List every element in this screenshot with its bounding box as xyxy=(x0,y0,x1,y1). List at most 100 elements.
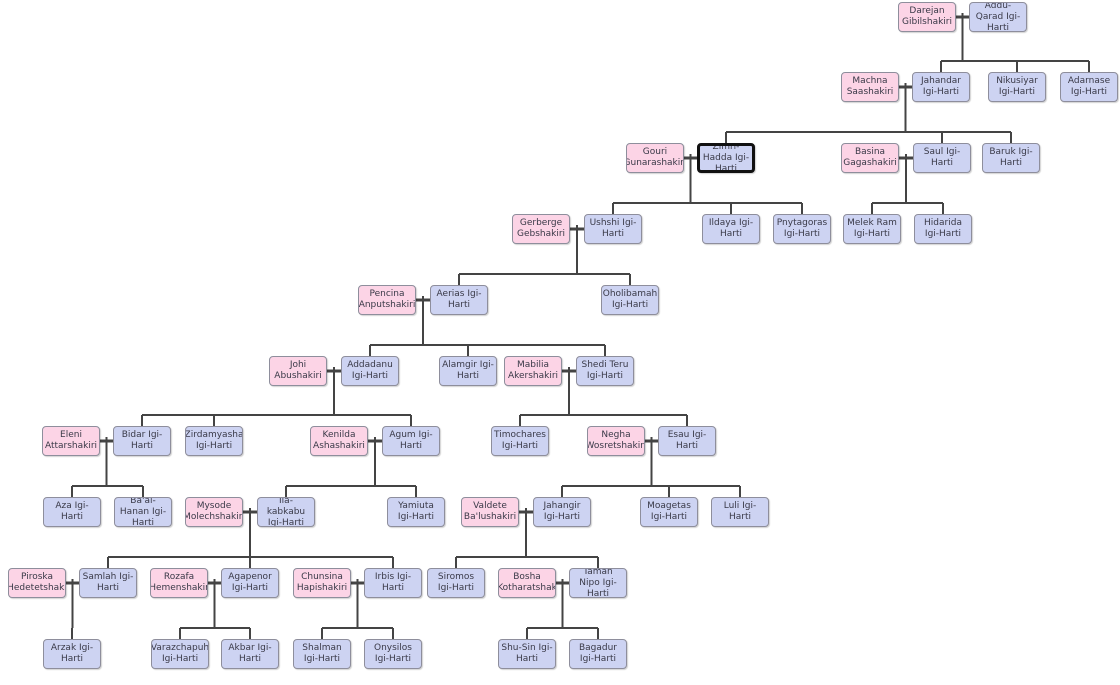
person-node-melek-ram[interactable]: Melek Ram Igi-Harti xyxy=(843,214,901,244)
person-name-label: Yamiuta Igi-Harti xyxy=(397,501,435,522)
person-node-taman-nipo[interactable]: Taman Nipo Igi-Harti xyxy=(569,568,627,598)
person-node-jahangir[interactable]: Jahangir Igi-Harti xyxy=(533,497,591,527)
person-node-pencina[interactable]: Pencina Anputshakiri xyxy=(358,285,416,315)
person-node-basina[interactable]: Basina Gagashakiri xyxy=(841,143,899,173)
person-name-label: Basina Gagashakiri xyxy=(843,147,897,168)
person-name-label: Kenilda Ashashakiri xyxy=(313,430,365,451)
person-name-label: Samlah Igi-Harti xyxy=(82,572,134,593)
person-node-darejan[interactable]: Darejan Gibilshakiri xyxy=(898,2,956,32)
person-node-moagetas[interactable]: Moagetas Igi-Harti xyxy=(640,497,698,527)
person-node-varazchapuh[interactable]: Varazchapuh Igi-Harti xyxy=(151,639,209,669)
person-name-label: Addu-Qarad Igi-Harti xyxy=(975,2,1021,32)
person-name-label: Alamgir Igi-Harti xyxy=(442,360,494,381)
person-name-label: Timochares Igi-Harti xyxy=(494,430,546,451)
person-node-onysilos[interactable]: Onysilos Igi-Harti xyxy=(364,639,422,669)
person-node-eleni[interactable]: Eleni Attarshakiri xyxy=(42,426,100,456)
person-name-label: Gerberge Gebshakiri xyxy=(516,218,566,239)
person-name-label: Siromos Igi-Harti xyxy=(437,572,475,593)
person-name-label: Mysode Molechshakiri xyxy=(185,501,243,522)
person-node-bagadur[interactable]: Bagadur Igi-Harti xyxy=(569,639,627,669)
person-node-samlah[interactable]: Samlah Igi-Harti xyxy=(79,568,137,598)
person-name-label: Rozafa Hemenshakir xyxy=(150,572,208,593)
person-node-shu-sin[interactable]: Shu-Sin Igi-Harti xyxy=(498,639,556,669)
person-name-label: Shu-Sin Igi-Harti xyxy=(501,643,553,664)
person-node-aza[interactable]: Aza Igi-Harti xyxy=(43,497,101,527)
person-name-label: Bosha Kotharatshak xyxy=(498,572,556,593)
person-node-johi[interactable]: Johi Abushakiri xyxy=(269,356,327,386)
person-node-bidar[interactable]: Bidar Igi-Harti xyxy=(113,426,171,456)
person-node-hidarida[interactable]: Hidarida Igi-Harti xyxy=(914,214,972,244)
person-name-label: Akbar Igi-Harti xyxy=(228,643,272,664)
person-node-mabilia[interactable]: Mabilia Akershakiri xyxy=(504,356,562,386)
person-name-label: Eleni Attarshakiri xyxy=(44,430,98,451)
person-name-label: Valdete Ba'lushakiri xyxy=(463,501,517,522)
person-node-pnytagoras[interactable]: Pnytagoras Igi-Harti xyxy=(773,214,831,244)
person-name-label: Machna Saashakiri xyxy=(846,76,894,97)
person-node-luli[interactable]: Luli Igi-Harti xyxy=(711,497,769,527)
person-name-label: Aerias Igi-Harti xyxy=(436,289,482,310)
person-name-label: Ushshi Igi-Harti xyxy=(589,218,637,239)
person-node-baal-hanan[interactable]: Ba'al-Hanan Igi-Harti xyxy=(114,497,172,527)
person-name-label: Zimri-Hadda Igi-Harti xyxy=(702,143,750,173)
person-name-label: Chunsina Hapishakiri xyxy=(296,572,348,593)
person-name-label: Shedi Teru Igi-Harti xyxy=(581,360,629,381)
person-node-zimri-hadda[interactable]: Zimri-Hadda Igi-Harti xyxy=(697,143,755,173)
person-node-machna[interactable]: Machna Saashakiri xyxy=(841,72,899,102)
person-node-bosha[interactable]: Bosha Kotharatshak xyxy=(498,568,556,598)
person-name-label: Moagetas Igi-Harti xyxy=(647,501,691,522)
person-node-saul[interactable]: Saul Igi-Harti xyxy=(913,143,971,173)
person-name-label: Onysilos Igi-Harti xyxy=(374,643,412,664)
person-name-label: Bagadur Igi-Harti xyxy=(578,643,618,664)
person-name-label: Darejan Gibilshakiri xyxy=(901,6,952,27)
person-node-zirdamyasha[interactable]: Zirdamyasha Igi-Harti xyxy=(185,426,243,456)
person-node-irbis[interactable]: Irbis Igi-Harti xyxy=(364,568,422,598)
person-name-label: Addadanu Igi-Harti xyxy=(347,360,393,381)
person-node-chunsina[interactable]: Chunsina Hapishakiri xyxy=(293,568,351,598)
person-name-label: Mabilia Akershakiri xyxy=(507,360,559,381)
person-name-label: Bidar Igi-Harti xyxy=(121,430,163,451)
person-node-nikusiyar[interactable]: Nikusiyar Igi-Harti xyxy=(988,72,1046,102)
person-name-label: Piroska Hedetetshaki xyxy=(8,572,66,593)
person-node-kenilda[interactable]: Kenilda Ashashakiri xyxy=(310,426,368,456)
person-node-agapenor[interactable]: Agapenor Igi-Harti xyxy=(221,568,279,598)
person-node-adarnase[interactable]: Adarnase Igi-Harti xyxy=(1060,72,1118,102)
person-name-label: Hidarida Igi-Harti xyxy=(924,218,962,239)
person-name-label: Luli Igi-Harti xyxy=(723,501,757,522)
person-node-alamgir[interactable]: Alamgir Igi-Harti xyxy=(439,356,497,386)
person-name-label: Melek Ram Igi-Harti xyxy=(847,218,897,239)
person-node-ushshi[interactable]: Ushshi Igi-Harti xyxy=(584,214,642,244)
person-node-jahandar[interactable]: Jahandar Igi-Harti xyxy=(912,72,970,102)
person-node-arzak[interactable]: Arzak Igi-Harti xyxy=(43,639,101,669)
person-node-timochares[interactable]: Timochares Igi-Harti xyxy=(491,426,549,456)
person-node-agum[interactable]: Agum Igi-Harti xyxy=(382,426,440,456)
person-name-label: Ila-kabkabu Igi-Harti xyxy=(266,497,306,527)
person-node-addadanu[interactable]: Addadanu Igi-Harti xyxy=(341,356,399,386)
person-node-esau[interactable]: Esau Igi-Harti xyxy=(658,426,716,456)
person-name-label: Shalman Igi-Harti xyxy=(302,643,342,664)
person-node-mysode[interactable]: Mysode Molechshakiri xyxy=(185,497,243,527)
person-node-gouri[interactable]: Gouri Gunarashakiri xyxy=(626,143,684,173)
person-node-yamiuta[interactable]: Yamiuta Igi-Harti xyxy=(387,497,445,527)
person-name-label: Gouri Gunarashakiri xyxy=(626,147,684,168)
person-name-label: Nikusiyar Igi-Harti xyxy=(996,76,1038,97)
person-node-baruk[interactable]: Baruk Igi-Harti xyxy=(982,143,1040,173)
person-node-rozafa[interactable]: Rozafa Hemenshakir xyxy=(150,568,208,598)
person-node-negha[interactable]: Negha Wosretshakiri xyxy=(587,426,645,456)
person-node-ila-kabkabu[interactable]: Ila-kabkabu Igi-Harti xyxy=(257,497,315,527)
person-name-label: Zirdamyasha Igi-Harti xyxy=(185,430,243,451)
person-node-shedi-teru[interactable]: Shedi Teru Igi-Harti xyxy=(576,356,634,386)
person-node-shalman[interactable]: Shalman Igi-Harti xyxy=(293,639,351,669)
person-node-addu-qarad[interactable]: Addu-Qarad Igi-Harti xyxy=(969,2,1027,32)
person-node-ildaya[interactable]: Ildaya Igi-Harti xyxy=(702,214,760,244)
person-node-aerias[interactable]: Aerias Igi-Harti xyxy=(430,285,488,315)
person-node-oholibamah[interactable]: Oholibamah Igi-Harti xyxy=(601,285,659,315)
person-node-piroska[interactable]: Piroska Hedetetshaki xyxy=(8,568,66,598)
person-name-label: Adarnase Igi-Harti xyxy=(1067,76,1111,97)
person-node-akbar[interactable]: Akbar Igi-Harti xyxy=(221,639,279,669)
person-name-label: Ba'al-Hanan Igi-Harti xyxy=(119,497,167,527)
person-node-siromos[interactable]: Siromos Igi-Harti xyxy=(427,568,485,598)
person-node-valdete[interactable]: Valdete Ba'lushakiri xyxy=(461,497,519,527)
person-name-label: Taman Nipo Igi-Harti xyxy=(579,568,617,598)
person-node-gerberge[interactable]: Gerberge Gebshakiri xyxy=(512,214,570,244)
